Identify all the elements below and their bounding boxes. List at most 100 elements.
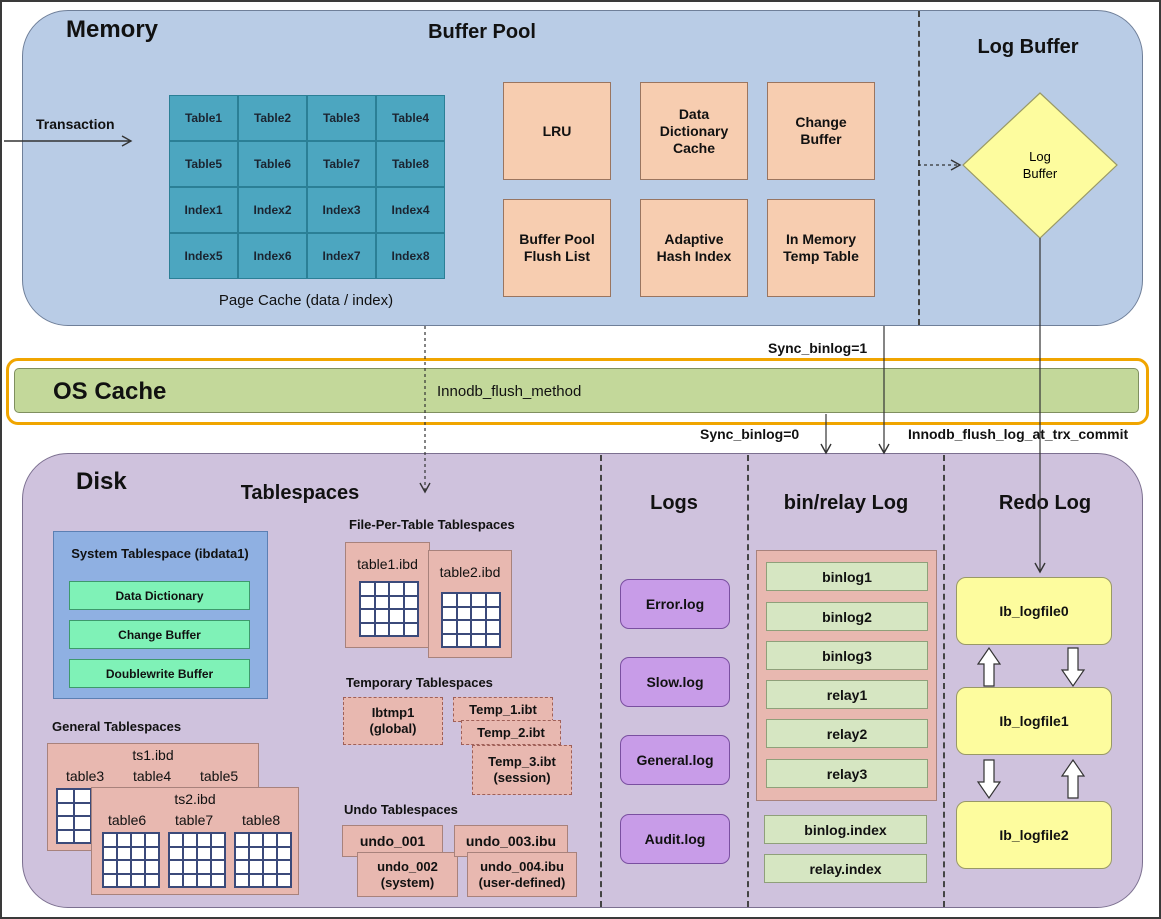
transaction-label: Transaction — [36, 116, 115, 132]
mini-grid-cell — [183, 860, 197, 874]
temp1-box: Temp_1.ibt — [453, 697, 553, 722]
mini-grid-cell — [183, 846, 197, 860]
ts2-table6-grid — [102, 832, 160, 888]
mini-grid-cell — [471, 633, 486, 647]
mini-grid-cell — [183, 873, 197, 887]
file-per-table-title: File-Per-Table Tablespaces — [349, 517, 515, 532]
relay3: relay3 — [766, 759, 928, 788]
flush-log-at-trx-commit-label: Innodb_flush_log_at_trx_commit — [908, 426, 1129, 442]
mini-grid-cell — [57, 802, 74, 816]
page-cache-cell: Index1 — [169, 187, 238, 233]
table1-ibd-grid — [359, 581, 419, 637]
redo-log-title: Redo Log — [998, 492, 1092, 514]
mini-grid-cell — [442, 633, 457, 647]
data-dictionary-cache-box: Data Dictionary Cache — [640, 82, 748, 180]
sync-binlog-1-label: Sync_binlog=1 — [768, 340, 868, 356]
mini-grid-cell — [389, 582, 404, 596]
mini-grid-cell — [277, 873, 291, 887]
ib-logfile0: Ib_logfile0 — [956, 577, 1112, 645]
temp2-box: Temp_2.ibt — [461, 720, 561, 745]
sync-binlog-0-label: Sync_binlog=0 — [700, 426, 800, 442]
page-cache-cell: Table4 — [376, 95, 445, 141]
mini-grid-cell — [235, 833, 249, 847]
mini-grid-cell — [277, 860, 291, 874]
mini-grid-cell — [471, 593, 486, 607]
redo-up-arrow-2 — [1060, 758, 1086, 799]
lru-label: LRU — [542, 122, 572, 139]
system-tablespace-title: System Tablespace (ibdata1) — [71, 546, 249, 561]
mini-grid-cell — [442, 593, 457, 607]
mini-grid-cell — [211, 860, 225, 874]
mini-grid-cell — [145, 833, 159, 847]
page-cache-cell: Table7 — [307, 141, 376, 187]
log-buffer-shape-label-line1: Log — [1029, 149, 1051, 164]
mini-grid-cell — [374, 595, 389, 609]
mini-grid-cell — [456, 620, 471, 634]
undo-004-box: undo_004.ibu (user-defined) — [467, 852, 577, 897]
binlog-redo-divider — [943, 455, 945, 907]
flush-method-label: Innodb_flush_method — [437, 383, 582, 400]
mini-grid-cell — [211, 873, 225, 887]
os-cache-bar — [14, 368, 1139, 413]
mini-grid-cell — [57, 829, 74, 843]
mini-grid-cell — [57, 816, 74, 830]
system-doublewrite-buffer: Doublewrite Buffer — [69, 659, 250, 688]
table1-ibd-name: table1.ibd — [357, 556, 418, 572]
ts2-table8: table8 — [242, 812, 281, 828]
mini-grid-cell — [403, 595, 418, 609]
mini-grid-cell — [103, 873, 117, 887]
error-log: Error.log — [620, 579, 730, 629]
mini-grid-cell — [249, 860, 263, 874]
mini-grid-cell — [117, 846, 131, 860]
mini-grid-cell — [485, 633, 500, 647]
redo-cycle-arrows — [976, 646, 1086, 800]
mini-grid-cell — [374, 582, 389, 596]
page-cache-cell: Table6 — [238, 141, 307, 187]
disk-title: Disk — [76, 468, 127, 495]
mini-grid-cell — [471, 606, 486, 620]
page-cache-label: Page Cache (data / index) — [218, 292, 394, 309]
page-cache-cell: Index3 — [307, 187, 376, 233]
logs-binlog-divider — [747, 455, 749, 907]
data-dictionary-cache-label: Data Dictionary Cache — [659, 105, 729, 156]
lru-box: LRU — [503, 82, 611, 180]
memory-divider — [918, 11, 920, 325]
mini-grid-cell — [103, 846, 117, 860]
mini-grid-cell — [117, 873, 131, 887]
adaptive-hash-index-label: Adaptive Hash Index — [656, 231, 732, 264]
mini-grid-cell — [117, 860, 131, 874]
mini-grid-cell — [277, 846, 291, 860]
in-memory-temp-table-label: In Memory Temp Table — [783, 231, 859, 264]
page-cache-cell: Index6 — [238, 233, 307, 279]
mini-grid-cell — [211, 846, 225, 860]
log-buffer-title: Log Buffer — [977, 36, 1079, 58]
mini-grid-cell — [360, 622, 375, 636]
mini-grid-cell — [360, 595, 375, 609]
page-cache-cell: Table3 — [307, 95, 376, 141]
adaptive-hash-index-box: Adaptive Hash Index — [640, 199, 748, 297]
mini-grid-cell — [403, 622, 418, 636]
log-buffer-shape-label-line2: Buffer — [1023, 166, 1058, 181]
binlog1: binlog1 — [766, 562, 928, 591]
mini-grid-cell — [263, 873, 277, 887]
mini-grid-cell — [103, 860, 117, 874]
mini-grid-cell — [197, 833, 211, 847]
mini-grid-cell — [131, 860, 145, 874]
mini-grid-cell — [235, 873, 249, 887]
ts2-table7: table7 — [175, 812, 214, 828]
mini-grid-cell — [197, 873, 211, 887]
mini-grid-cell — [263, 833, 277, 847]
mini-grid-cell — [277, 833, 291, 847]
page-cache-cell: Index5 — [169, 233, 238, 279]
mini-grid-cell — [389, 609, 404, 623]
ib-logfile1: Ib_logfile1 — [956, 687, 1112, 755]
page-cache-cell: Index2 — [238, 187, 307, 233]
mini-grid-cell — [103, 833, 117, 847]
buffer-pool-flush-list-box: Buffer Pool Flush List — [503, 199, 611, 297]
mini-grid-cell — [249, 833, 263, 847]
mini-grid-cell — [145, 873, 159, 887]
mini-grid-cell — [360, 582, 375, 596]
ts1-table5: table5 — [200, 768, 239, 784]
